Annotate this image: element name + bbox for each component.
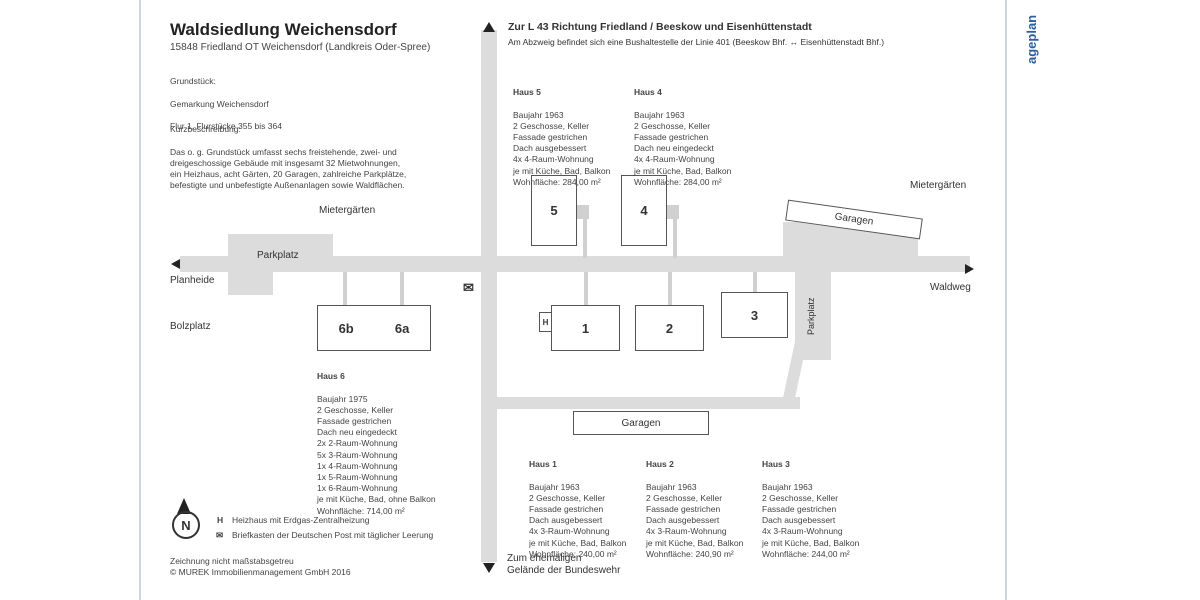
haus2-info: Haus 2 Baujahr 1963 2 Geschosse, Keller … [646, 448, 743, 571]
haus1-title: Haus 1 [529, 459, 557, 470]
haus2-title: Haus 2 [646, 459, 674, 470]
frame-left-border [139, 0, 141, 600]
garagen-bottom[interactable]: Garagen [573, 411, 709, 435]
building-4[interactable]: 4 [621, 175, 667, 246]
legend-heizhaus-text: Heizhaus mit Erdgas-Zentralheizung [232, 515, 370, 525]
building-6b-label: 6b [338, 320, 354, 336]
connector-6b [343, 272, 347, 305]
mietergaerten-right-label: Mietergärten [910, 180, 967, 191]
kurz-heading: Kurzbeschreibung: [170, 124, 241, 135]
grundstueck-line2: Flur 1, Flurstücke 355 bis 364 [170, 121, 282, 132]
connector-5-path [583, 218, 587, 258]
parkplatz-left-extension [228, 270, 273, 295]
building-2[interactable]: 2 [635, 305, 704, 351]
compass-label: N [181, 517, 191, 533]
footer-note: Zeichnung nicht maßstabsgetreu [170, 556, 294, 566]
haus2-text: Baujahr 1963 2 Geschosse, Keller Fassade… [646, 481, 744, 559]
building-3[interactable]: 3 [721, 292, 788, 338]
east-arrow-icon [965, 264, 974, 274]
parkplatz-left-label: Parkplatz [257, 250, 299, 261]
east-direction: Waldweg [930, 282, 971, 293]
north-arrow-icon [483, 22, 495, 32]
haus4-title: Haus 4 [634, 87, 662, 98]
haus6-text: Baujahr 1975 2 Geschosse, Keller Fassade… [317, 393, 436, 516]
haus1-text: Baujahr 1963 2 Geschosse, Keller Fassade… [529, 481, 627, 559]
haus3-text: Baujahr 1963 2 Geschosse, Keller Fassade… [762, 481, 860, 559]
grundstueck-line1: Gemarkung Weichensdorf [170, 98, 269, 109]
connector-6a [400, 272, 404, 305]
west-direction: Planheide [170, 275, 215, 286]
connector-2 [668, 272, 672, 305]
frame-right-border [1005, 0, 1007, 600]
south-loop-connector [780, 340, 808, 409]
grundstueck-heading: Grundstück: [170, 76, 216, 87]
haus4-text: Baujahr 1963 2 Geschosse, Keller Fassade… [634, 109, 732, 187]
legend-post-key: ✉ [216, 530, 224, 540]
heizhaus[interactable]: H [539, 312, 552, 332]
north-direction-sub: Am Abzweig befindet sich eine Bushaltest… [508, 37, 885, 47]
west-arrow-icon [171, 259, 180, 269]
haus3-title: Haus 3 [762, 459, 790, 470]
south-direction-line2: Gelände der Bundeswehr [507, 565, 621, 576]
main-road-vertical [481, 30, 497, 562]
footer-copyright: © MUREK Immobilienmanagement GmbH 2016 [170, 567, 351, 577]
main-road-horizontal [180, 256, 970, 272]
south-arrow-icon [483, 563, 495, 573]
haus1-info: Haus 1 Baujahr 1963 2 Geschosse, Keller … [529, 448, 626, 571]
side-tab-label: ageplan [1024, 14, 1039, 64]
north-direction-title: Zur L 43 Richtung Friedland / Beeskow un… [508, 21, 812, 33]
parkplatz-left-area [228, 234, 333, 272]
haus5-text: Baujahr 1963 2 Geschosse, Keller Fassade… [513, 109, 611, 187]
mailbox-icon: ✉ [463, 280, 474, 295]
haus5-info: Haus 5 Baujahr 1963 2 Geschosse, Keller … [513, 76, 610, 199]
side-tab[interactable]: ageplan [1022, 0, 1050, 70]
address: 15848 Friedland OT Weichensdorf (Landkre… [170, 42, 431, 53]
connector-4-path [673, 218, 677, 258]
grundstueck-block: Grundstück: Gemarkung Weichensdorf Flur … [170, 65, 282, 143]
legend-post-text: Briefkasten der Deutschen Post mit tägli… [232, 530, 434, 540]
haus3-info: Haus 3 Baujahr 1963 2 Geschosse, Keller … [762, 448, 859, 571]
connector-3 [753, 272, 757, 292]
haus6-info: Haus 6 Baujahr 1975 2 Geschosse, Keller … [317, 360, 436, 528]
legend-heizhaus-key: H [217, 515, 224, 525]
compass-circle: N [172, 511, 200, 539]
haus6-title: Haus 6 [317, 371, 345, 382]
bolzplatz-label: Bolzplatz [170, 321, 211, 332]
south-loop-road [495, 397, 800, 409]
building-5[interactable]: 5 [531, 175, 577, 246]
compass-arrow-icon [177, 498, 191, 514]
parkplatz-right-label: Parkplatz [806, 297, 816, 335]
building-6[interactable]: 6b 6a [317, 305, 431, 351]
kurz-text: Das o. g. Grundstück umfasst sechs freis… [170, 146, 407, 191]
site-plan-sheet: Waldsiedlung Weichensdorf 15848 Friedlan… [143, 0, 1005, 600]
connector-4 [667, 205, 679, 219]
connector-1 [584, 272, 588, 305]
page-title: Waldsiedlung Weichensdorf [170, 20, 397, 39]
building-1[interactable]: 1 [551, 305, 620, 351]
kurzbeschreibung-block: Kurzbeschreibung: Das o. g. Grundstück u… [170, 113, 406, 203]
building-6a-label: 6a [394, 320, 410, 336]
mietergaerten-left-label: Mietergärten [319, 205, 376, 216]
haus4-info: Haus 4 Baujahr 1963 2 Geschosse, Keller … [634, 76, 731, 199]
connector-5 [577, 205, 589, 219]
south-direction-line1: Zum ehemaligen [507, 553, 582, 564]
haus5-title: Haus 5 [513, 87, 541, 98]
